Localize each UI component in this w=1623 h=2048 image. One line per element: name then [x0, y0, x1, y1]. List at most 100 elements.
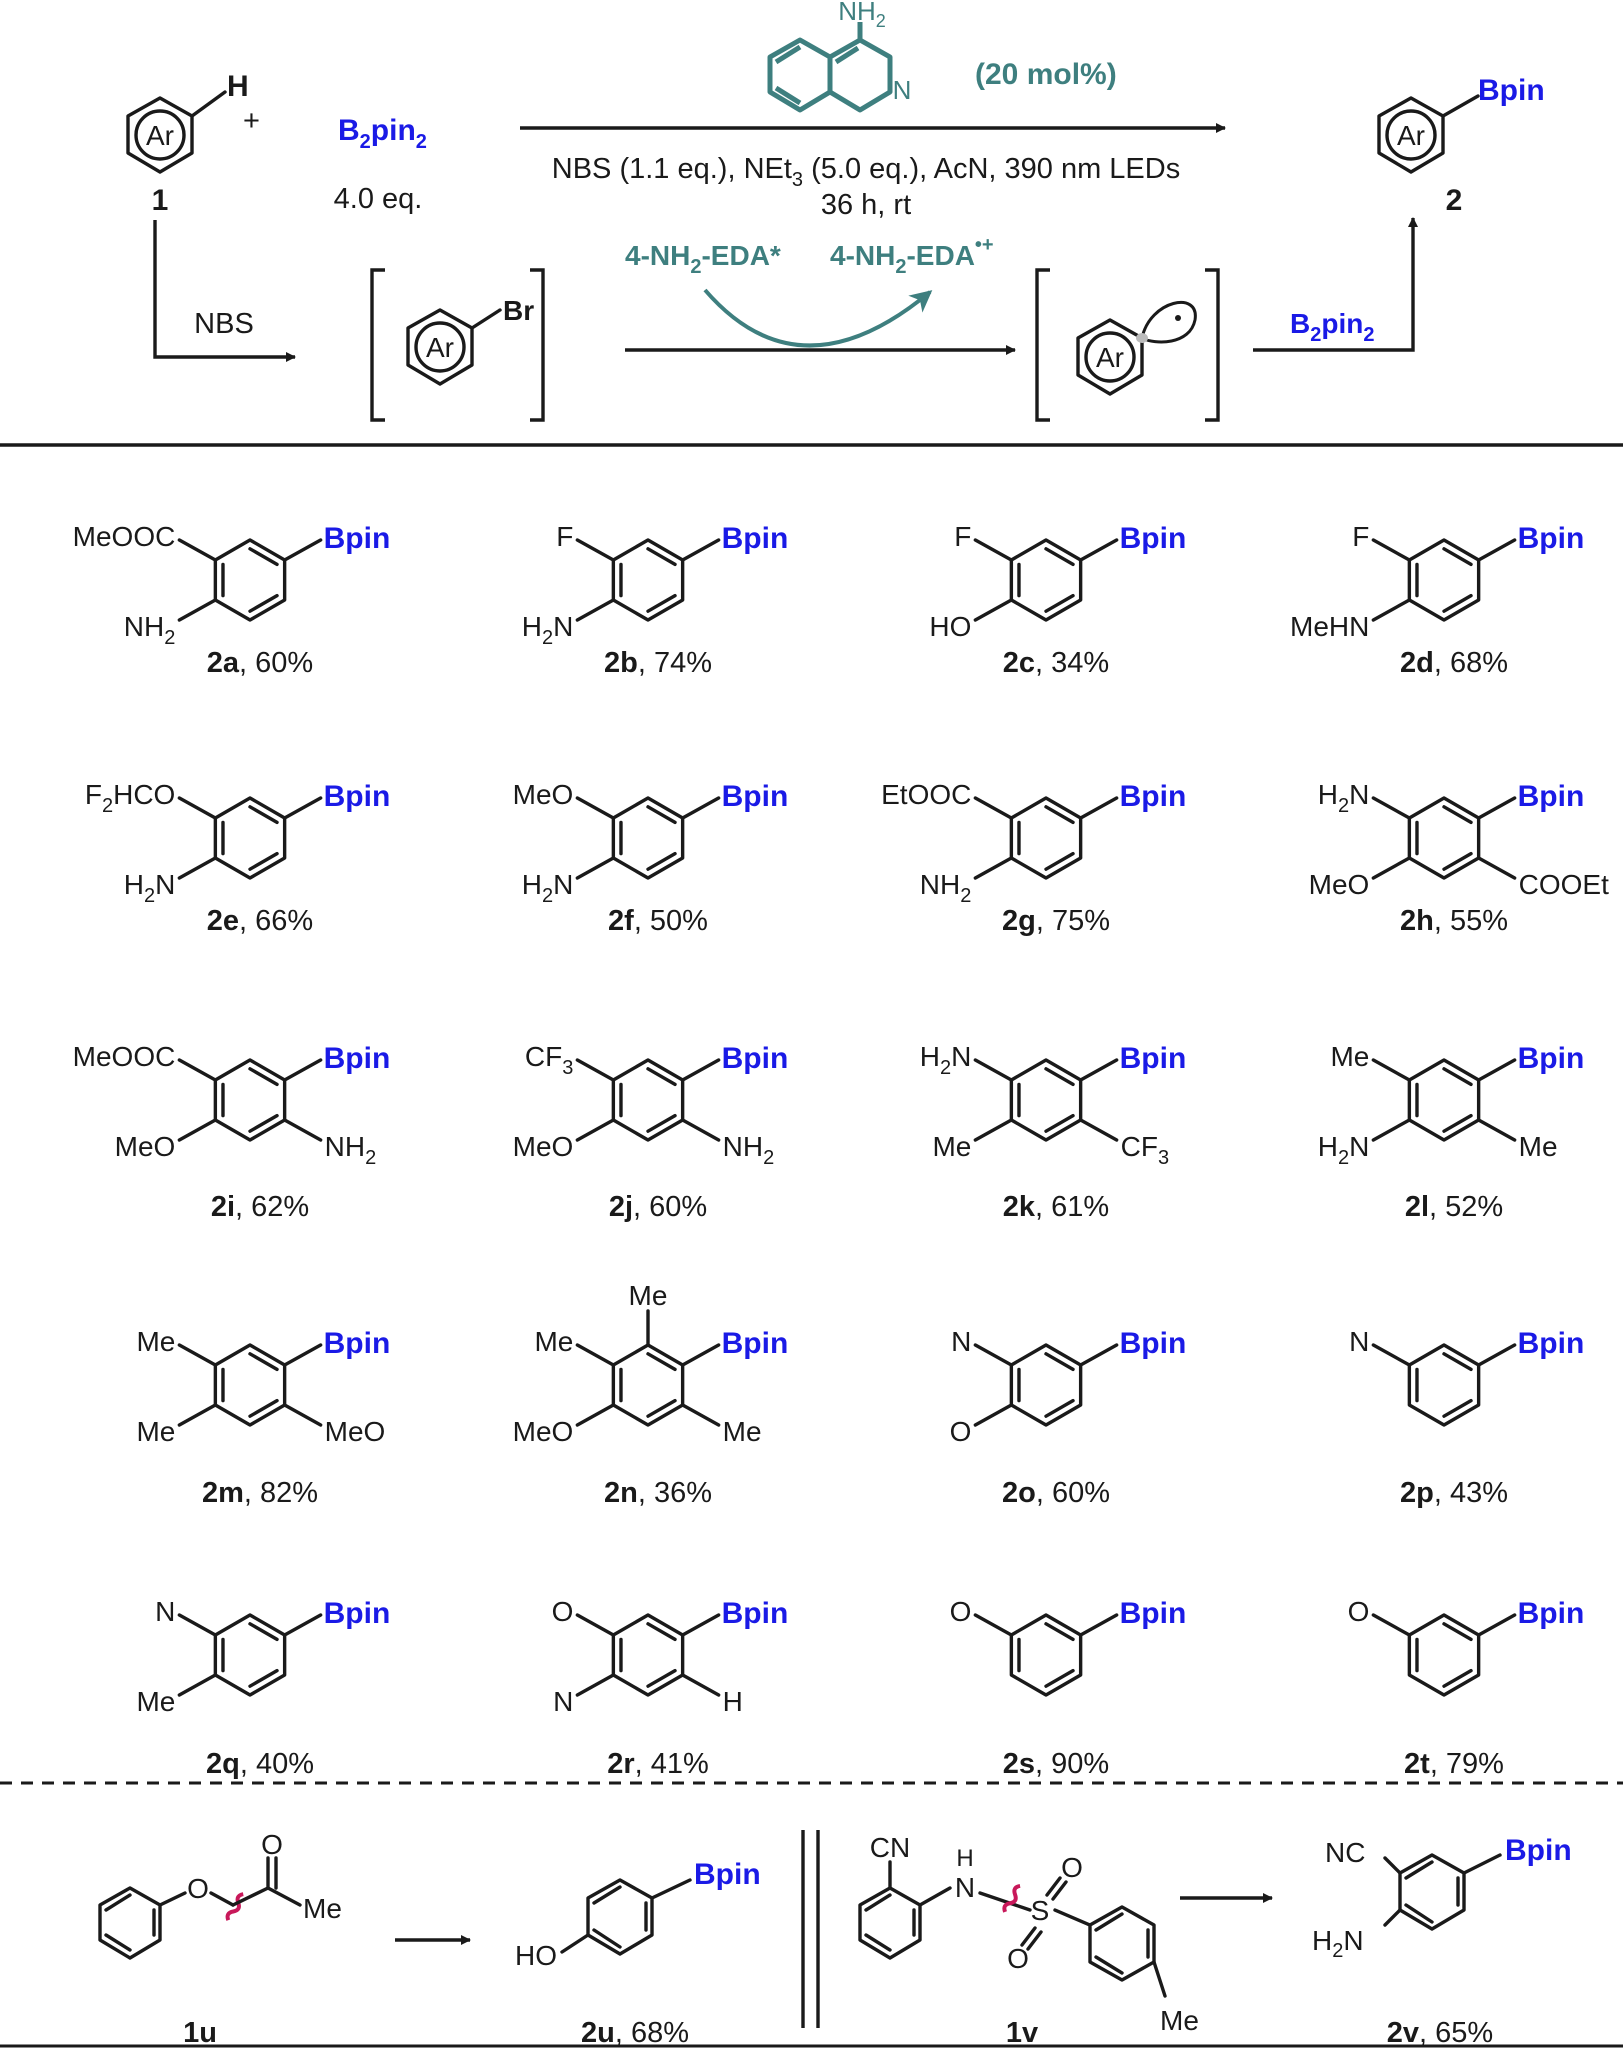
- bond: [680, 1673, 721, 1697]
- yield-caption-2d: 2d, 68%: [1400, 647, 1508, 679]
- substituent-label: MeO: [513, 779, 574, 810]
- bond: [282, 796, 323, 820]
- bond: [248, 851, 279, 871]
- bond: [282, 538, 323, 562]
- bond: [1044, 1668, 1075, 1688]
- bond: [177, 1058, 218, 1082]
- substituent-label: MeO: [513, 1131, 574, 1162]
- bond: [1371, 1343, 1412, 1367]
- bond: [248, 593, 279, 613]
- substituent-label: MeO: [1309, 869, 1370, 900]
- bpin-label: Bpin: [1518, 1042, 1585, 1075]
- yield-caption-2b: 2b, 74%: [604, 647, 712, 679]
- substituent-label: Me: [1330, 1041, 1369, 1072]
- bond: [973, 1403, 1014, 1427]
- bond: [177, 1673, 218, 1697]
- bpin-label: Bpin: [722, 1042, 789, 1075]
- benzene-ring: [1407, 1613, 1481, 1697]
- bpin-label: Bpin: [324, 1597, 391, 1630]
- bond: [1078, 538, 1119, 562]
- bond: [680, 1343, 721, 1367]
- amino-label: H2N: [1312, 1925, 1364, 1962]
- bond: [646, 1622, 677, 1642]
- bond: [1476, 1613, 1517, 1637]
- substituent-label: N: [155, 1596, 175, 1627]
- bond: [680, 1058, 721, 1082]
- catalyst-nitrogen: N: [893, 75, 912, 105]
- substituent-label: HO: [929, 611, 971, 642]
- bond: [282, 1343, 323, 1367]
- benzene-ring: [1009, 1058, 1083, 1142]
- benzene-ring: [213, 1058, 287, 1142]
- bond: [1078, 796, 1119, 820]
- bond: [1442, 1668, 1473, 1688]
- substituent-label: Me: [932, 1131, 971, 1162]
- product-2g: Bpin EtOOC NH2 2g, 75%: [881, 779, 1186, 937]
- bond: [248, 1668, 279, 1688]
- reagent-equivalents: 4.0 eq.: [334, 183, 423, 215]
- bond: [1371, 1058, 1412, 1082]
- bond: [1044, 547, 1075, 567]
- bond: [1371, 1118, 1412, 1142]
- bpin-label: Bpin: [1120, 1042, 1187, 1075]
- yield-caption-2t: 2t, 79%: [1404, 1748, 1504, 1780]
- substituent-label: N: [1349, 1326, 1369, 1357]
- sulfur-label: S: [1031, 1895, 1050, 1926]
- substituent-label: EtOOC: [881, 779, 971, 810]
- substituent-label: NH2: [920, 869, 972, 907]
- compound-label-1v: 1v: [1006, 2017, 1038, 2048]
- sulfonyl-oxygen-bottom: O: [1007, 1943, 1029, 1974]
- bond: [646, 1067, 677, 1087]
- b2pin2-label: B2pin2: [1290, 308, 1374, 346]
- aryl-radical-intermediate: Ar: [1035, 268, 1220, 422]
- product-arene-2: Ar Bpin 2: [1377, 74, 1545, 217]
- bond: [1371, 598, 1412, 622]
- bond: [248, 1113, 279, 1133]
- bond: [282, 1118, 323, 1142]
- substituent-label: MeO: [115, 1131, 176, 1162]
- bond: [1078, 1118, 1119, 1142]
- yield-caption-2v: 2v, 65%: [1387, 2017, 1493, 2048]
- methyl-label: Me: [303, 1893, 342, 1924]
- substituent-label: Me: [136, 1416, 175, 1447]
- yield-caption-2a: 2a, 60%: [207, 647, 313, 679]
- bond: [177, 598, 218, 622]
- starting-arene-1: Ar H + 1: [126, 70, 260, 217]
- bond: [282, 1403, 323, 1427]
- substituent-label: F2HCO: [85, 779, 175, 817]
- substituent-label: H2N: [1318, 1131, 1370, 1169]
- bpin-label: Bpin: [722, 1327, 789, 1360]
- yield-caption-2f: 2f, 50%: [608, 905, 708, 937]
- yield-caption-2g: 2g, 75%: [1002, 905, 1110, 937]
- substituent-label: H2N: [920, 1041, 972, 1079]
- bond: [1371, 796, 1412, 820]
- substituent-label: NH2: [325, 1131, 377, 1169]
- tolyl-methyl-label: Me: [1160, 2005, 1199, 2036]
- bond: [1442, 1067, 1473, 1087]
- bond: [680, 1118, 721, 1142]
- bond: [1476, 538, 1517, 562]
- bond: [646, 1398, 677, 1418]
- substituent-label: O: [950, 1596, 972, 1627]
- benzene-ring: [213, 538, 287, 622]
- bond: [1044, 1352, 1075, 1372]
- bpin-label: Bpin: [1120, 780, 1187, 813]
- bond: [680, 1403, 721, 1427]
- yield-caption-2q: 2q, 40%: [206, 1748, 314, 1780]
- benzene-ring: [1009, 796, 1083, 880]
- bond: [646, 593, 677, 613]
- benzene-ring: [1009, 1613, 1083, 1697]
- bpin-label: Bpin: [1505, 1834, 1572, 1867]
- bpin-label: Bpin: [1120, 522, 1187, 555]
- bpin-label: Bpin: [324, 522, 391, 555]
- substituent-label: NH2: [723, 1131, 775, 1169]
- bond: [646, 851, 677, 871]
- c-h-bond: [190, 90, 227, 118]
- bpin-label: Bpin: [1478, 74, 1545, 107]
